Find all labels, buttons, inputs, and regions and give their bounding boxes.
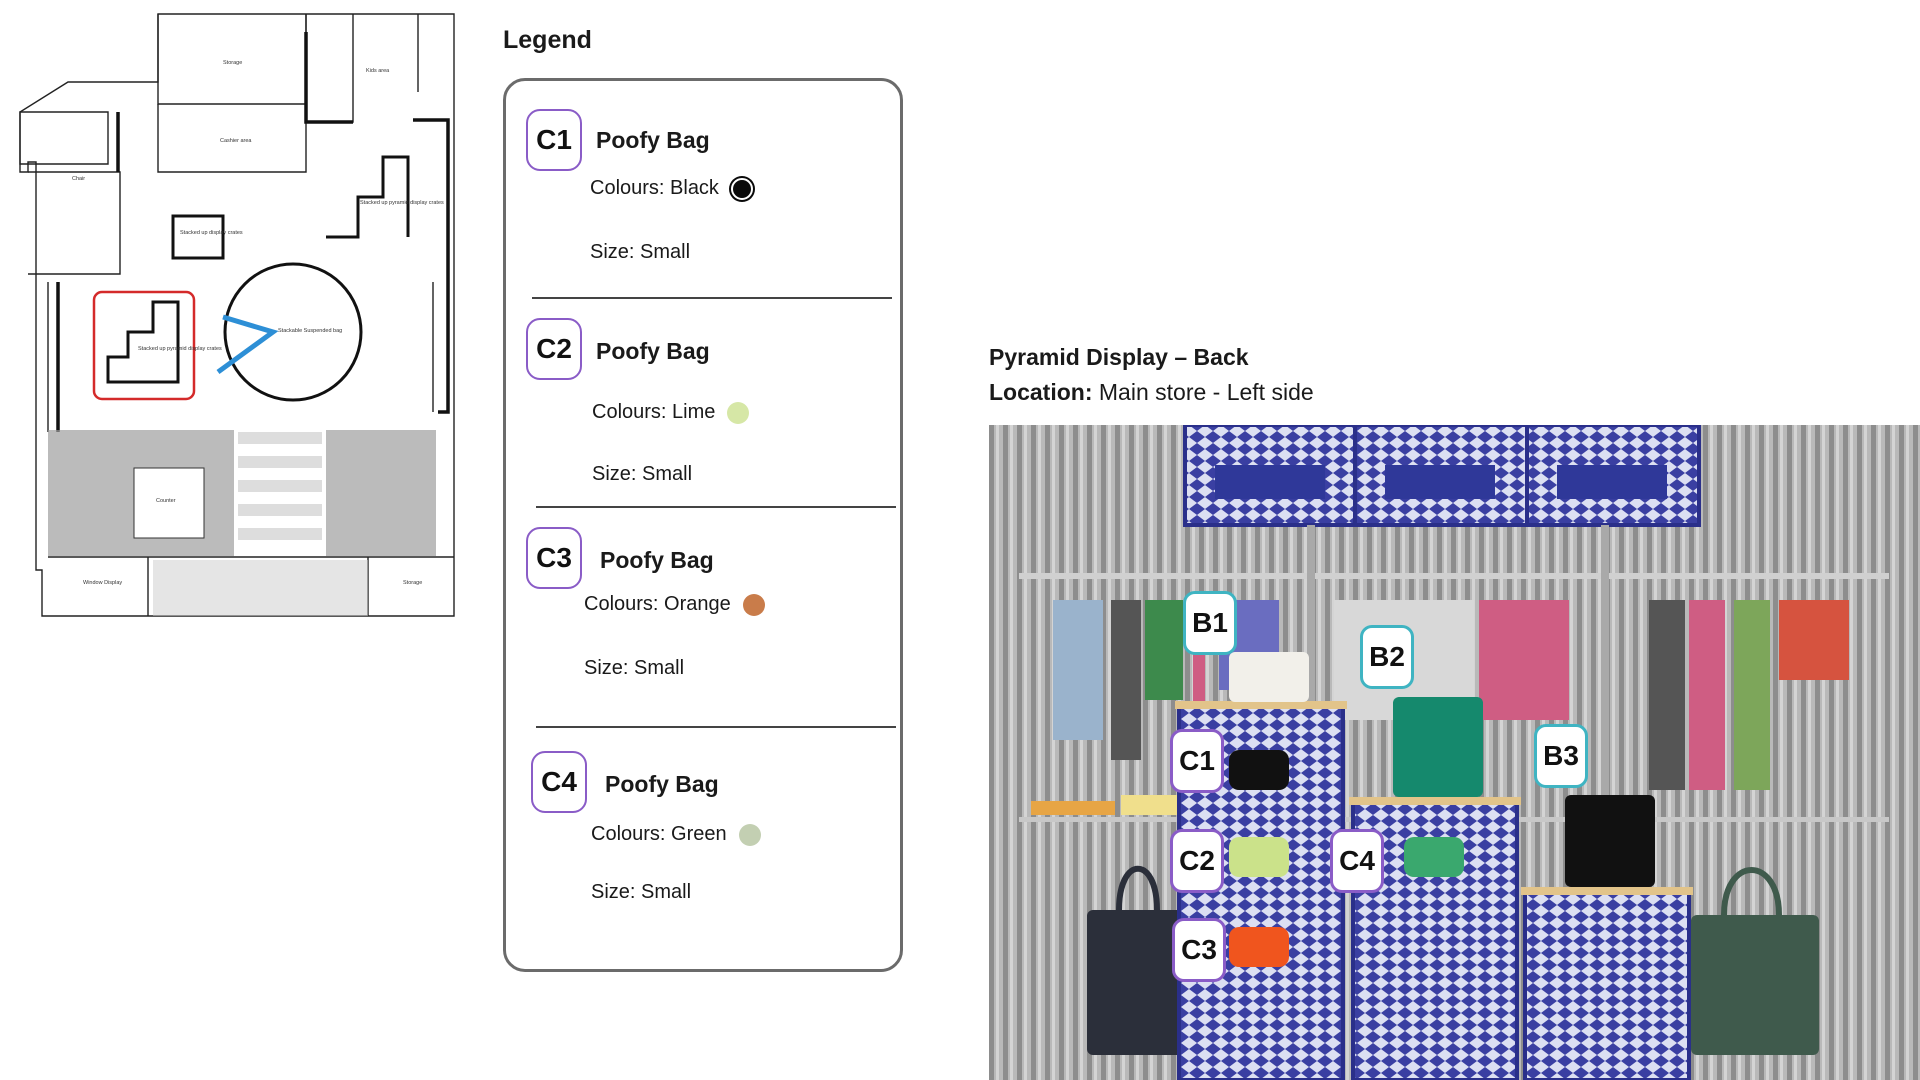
code-badge: C1 xyxy=(526,109,582,171)
room-label: Counter xyxy=(156,498,176,504)
room-label: Stacked up pyramid display crates xyxy=(360,200,444,206)
item-size: Size: Small xyxy=(592,463,693,485)
colour-text: Colours: Black xyxy=(590,177,719,199)
tote-bag-teal xyxy=(1393,697,1483,797)
item-colours: Colours: Green xyxy=(591,823,761,846)
tag-b1: B1 xyxy=(1183,591,1237,655)
store-floor-plan: Storage Kids area Cashier area Chair Sta… xyxy=(19,13,455,617)
tag-b2: B2 xyxy=(1360,625,1414,689)
divider xyxy=(536,506,896,508)
colour-text: Colours: Orange xyxy=(584,593,731,615)
item-size: Size: Small xyxy=(591,881,692,903)
room-label: Stacked up display crates xyxy=(180,230,243,236)
item-size: Size: Small xyxy=(590,241,691,263)
poofy-bag-c1 xyxy=(1229,750,1289,790)
tag-c4: C4 xyxy=(1330,829,1384,893)
divider xyxy=(532,297,892,299)
tag-c2: C2 xyxy=(1170,829,1224,893)
location-label: Location: xyxy=(989,379,1093,405)
room-label: Storage xyxy=(403,580,422,586)
item-colours: Colours: Lime xyxy=(592,401,750,424)
poofy-bag-c3 xyxy=(1229,927,1289,967)
colour-text: Colours: Lime xyxy=(592,401,716,423)
legend-title: Legend xyxy=(503,26,592,54)
location-value: Main store - Left side xyxy=(1098,379,1314,405)
room-label: Cashier area xyxy=(220,138,252,144)
tote-bag-black-2 xyxy=(1565,795,1655,887)
divider xyxy=(536,726,896,728)
top-crates xyxy=(1183,425,1701,527)
colour-text: Colours: Green xyxy=(591,823,727,845)
poofy-bag-c4 xyxy=(1404,837,1464,877)
room-label: Stacked up pyramid display crates xyxy=(138,346,222,352)
code-badge: C3 xyxy=(526,527,582,589)
display-location: Location: Main store - Left side xyxy=(989,379,1314,406)
display-title: Pyramid Display – Back xyxy=(989,344,1249,370)
room-label: Kids area xyxy=(366,68,390,74)
code-badge: C4 xyxy=(531,751,587,813)
poofy-bag-c2 xyxy=(1229,837,1289,877)
item-name: Poofy Bag xyxy=(605,771,719,797)
room-label: Window Display xyxy=(83,580,122,586)
pyramid-crates xyxy=(1175,701,1693,1080)
tote-bag-black xyxy=(1087,910,1187,1055)
colour-swatch xyxy=(727,401,750,424)
room-label: Chair xyxy=(72,176,85,182)
pyramid-display-render xyxy=(989,425,1920,1080)
item-size: Size: Small xyxy=(584,657,685,679)
legend-panel: C1 Poofy Bag Colours: Black Size: Small … xyxy=(503,78,903,972)
code-badge: C2 xyxy=(526,318,582,380)
colour-swatch xyxy=(742,593,765,616)
room-label: Storage xyxy=(223,60,242,66)
tag-c1: C1 xyxy=(1170,729,1224,793)
item-name: Poofy Bag xyxy=(596,127,710,153)
colour-swatch xyxy=(738,823,761,846)
item-colours: Colours: Orange xyxy=(584,593,765,616)
tag-c3: C3 xyxy=(1172,918,1226,982)
item-colours: Colours: Black xyxy=(590,177,753,200)
room-label: Stackable Suspended bag xyxy=(278,328,342,334)
item-name: Poofy Bag xyxy=(596,338,710,364)
item-name: Poofy Bag xyxy=(600,547,714,573)
colour-swatch xyxy=(730,177,753,200)
tag-b3: B3 xyxy=(1534,724,1588,788)
tote-bag-white xyxy=(1229,652,1309,702)
tote-bag-green xyxy=(1691,915,1819,1055)
